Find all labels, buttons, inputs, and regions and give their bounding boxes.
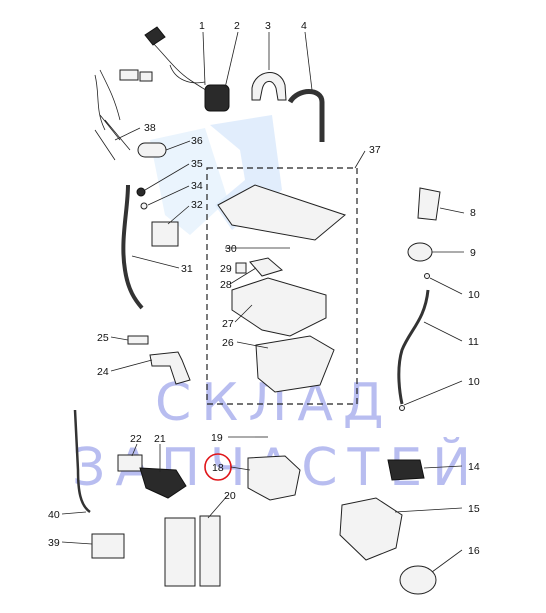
callout-28: 28 (220, 279, 232, 291)
watermark-logo-icon-part (150, 128, 228, 235)
part-29 (235, 262, 247, 274)
callout-18: 18 (212, 462, 224, 474)
callout-15: 15 (468, 503, 480, 515)
part-gasket-36 (137, 142, 167, 158)
callout-31: 31 (181, 263, 193, 275)
callout-14: 14 (468, 461, 480, 473)
part-power-cord (144, 26, 230, 112)
part-14 (387, 459, 425, 481)
part-filter-16 (399, 565, 437, 595)
part-22 (117, 454, 143, 472)
callout-16: 16 (468, 545, 480, 557)
part-pump-15 (339, 497, 403, 561)
callout-19: 19 (211, 432, 223, 444)
part-hose-31 (121, 184, 144, 310)
part-wire-harness (94, 69, 153, 131)
part-container-26 (255, 335, 335, 393)
callout-10-bottom: 10 (468, 376, 480, 388)
callout-29: 29 (220, 263, 232, 275)
callout-24: 24 (97, 366, 109, 378)
callout-38: 38 (144, 122, 156, 134)
callout-40: 40 (48, 509, 60, 521)
callout-labels: 1 2 3 4 8 9 10 11 10 14 15 16 37 18 19 2… (48, 20, 480, 557)
part-10-top (424, 273, 430, 279)
callout-10-top: 10 (468, 289, 480, 301)
part-28 (249, 257, 284, 277)
callout-34: 34 (191, 180, 203, 192)
part-small-35 (136, 187, 146, 197)
part-dispenser-lid-30 (217, 184, 347, 241)
part-21 (139, 467, 187, 499)
part-8 (417, 187, 441, 221)
part-small-34 (140, 202, 148, 210)
callout-27: 27 (222, 318, 234, 330)
part-drawer-27 (231, 277, 327, 337)
callout-21: 21 (154, 433, 166, 445)
callout-9: 9 (470, 247, 476, 259)
part-drain-hose (287, 89, 325, 142)
part-control-board-20b (199, 515, 221, 587)
part-39 (91, 533, 125, 559)
callout-35: 35 (191, 158, 203, 170)
part-25 (127, 335, 149, 345)
callout-36: 36 (191, 135, 203, 147)
callout-11: 11 (468, 336, 479, 348)
callout-8: 8 (470, 207, 476, 219)
part-pressure-switch-32 (151, 221, 179, 247)
callout-25: 25 (97, 332, 109, 344)
part-hose-11 (397, 289, 430, 405)
callout-4: 4 (301, 20, 307, 32)
part-harness-38 (94, 114, 131, 161)
leader-lines (61, 31, 465, 573)
callout-39: 39 (48, 537, 60, 549)
callout-1: 1 (199, 20, 205, 32)
callout-37: 37 (369, 144, 381, 156)
callout-26: 26 (222, 337, 234, 349)
part-control-board-20 (164, 517, 196, 587)
part-9 (407, 242, 433, 262)
part-heater-24 (149, 351, 191, 385)
part-sensor-40 (73, 409, 91, 514)
callout-32: 32 (191, 199, 203, 211)
callout-20: 20 (224, 490, 236, 502)
part-hose-clip (251, 72, 287, 101)
callout-30: 30 (225, 243, 237, 255)
part-pump-18 (247, 455, 301, 501)
assembly-box-37 (206, 167, 358, 405)
callout-2: 2 (234, 20, 240, 32)
part-10-bottom (399, 405, 405, 411)
callout-3: 3 (265, 20, 271, 32)
callout-22: 22 (130, 433, 142, 445)
